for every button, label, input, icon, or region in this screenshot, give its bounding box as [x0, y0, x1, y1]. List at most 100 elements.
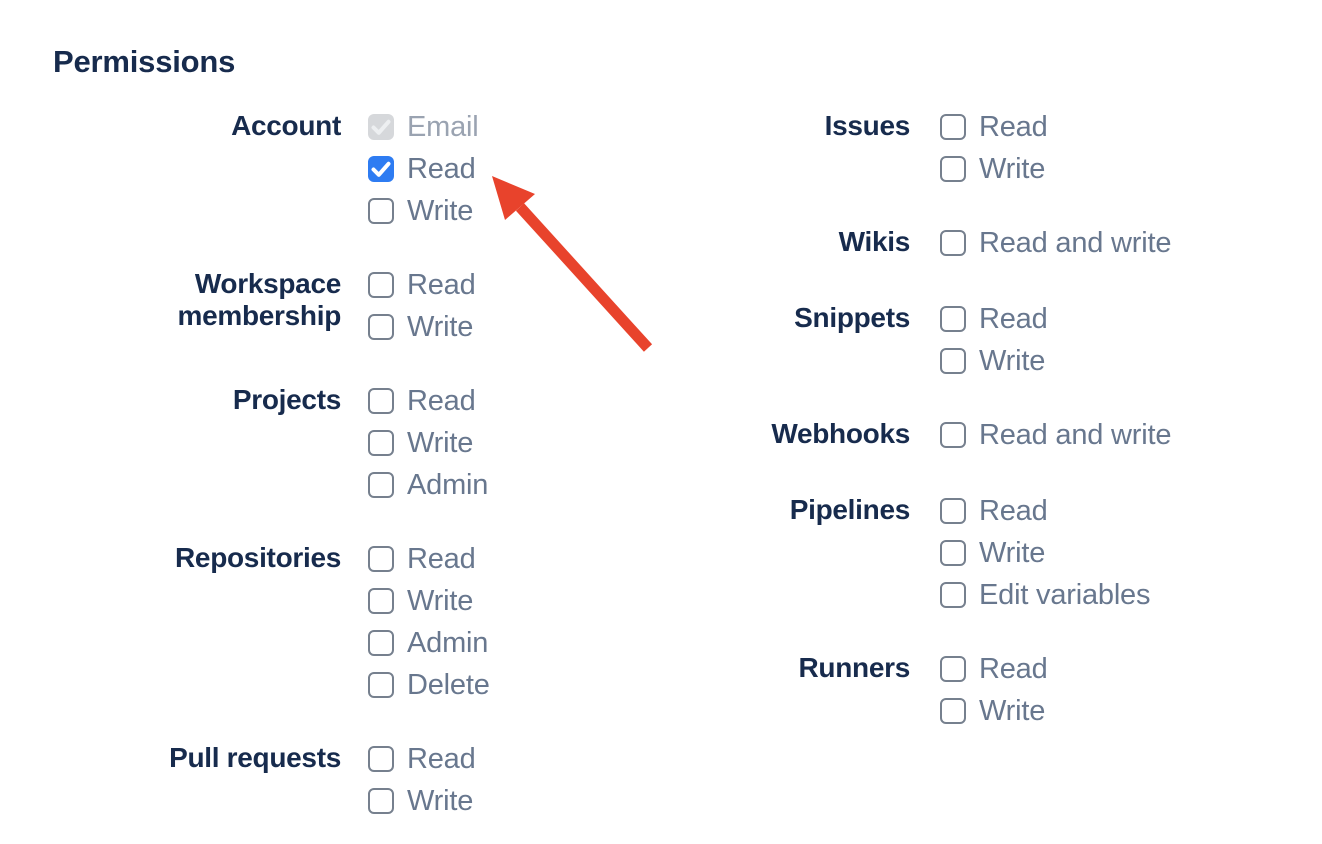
group-label: Workspace membership [177, 268, 342, 331]
checkbox-label[interactable]: Write [407, 785, 474, 817]
checkbox-row: Write [940, 695, 1048, 727]
checkbox-row: Read [940, 653, 1048, 685]
checkbox-label[interactable]: Edit variables [979, 579, 1151, 611]
checkbox-label[interactable]: Delete [407, 669, 490, 701]
permissions-heading: Permissions [53, 44, 236, 79]
checkbox-unchecked[interactable] [940, 306, 966, 332]
checkbox-checked-icon[interactable] [368, 156, 394, 182]
group-label: Account [231, 110, 341, 141]
checkbox-unchecked[interactable] [368, 788, 394, 814]
checkbox-unchecked[interactable] [368, 472, 394, 498]
checkbox-unchecked[interactable] [368, 314, 394, 340]
checkbox-label[interactable]: Admin [407, 469, 489, 501]
checkbox-label[interactable]: Admin [407, 627, 489, 659]
checkbox-label: Email [407, 111, 479, 143]
checkbox-label[interactable]: Read [407, 269, 476, 301]
checkbox-unchecked[interactable] [368, 746, 394, 772]
checkbox-row: Write [940, 345, 1048, 377]
checkbox-label[interactable]: Read [407, 743, 476, 775]
checkbox-row: Read and write [940, 227, 1172, 259]
checkbox-label[interactable]: Read [979, 653, 1048, 685]
group-label: Issues [824, 110, 911, 141]
checkbox-label[interactable]: Write [979, 695, 1046, 727]
checkbox-row: Read [368, 543, 490, 575]
checkbox-row: Write [368, 785, 476, 817]
checkbox-row: Write [368, 195, 479, 227]
checkbox-row: Read [940, 111, 1048, 143]
checkbox-label[interactable]: Write [979, 537, 1046, 569]
checkbox-unchecked[interactable] [368, 430, 394, 456]
permission-group: Wikis Read and write [730, 226, 1172, 259]
checkbox-row: Email [368, 111, 479, 143]
checkbox-row: Read [368, 153, 479, 185]
checkbox-label[interactable]: Write [407, 311, 474, 343]
checkbox-list: Read and write [940, 419, 1172, 451]
checkbox-unchecked[interactable] [368, 588, 394, 614]
checkbox-label[interactable]: Write [407, 195, 474, 227]
checkbox-row: Write [368, 427, 488, 459]
checkbox-label[interactable]: Write [979, 345, 1046, 377]
checkbox-unchecked[interactable] [940, 348, 966, 374]
checkbox-unchecked[interactable] [940, 698, 966, 724]
checkbox-unchecked[interactable] [940, 156, 966, 182]
checkbox-row: Write [940, 537, 1150, 569]
checkbox-row: Read [368, 269, 476, 301]
checkbox-row: Write [368, 585, 490, 617]
checkbox-unchecked[interactable] [368, 272, 394, 298]
checkbox-unchecked[interactable] [368, 388, 394, 414]
checkbox-label[interactable]: Write [407, 427, 474, 459]
checkbox-unchecked[interactable] [368, 546, 394, 572]
group-label: Pull requests [169, 742, 341, 773]
checkbox-label[interactable]: Write [979, 153, 1046, 185]
group-label: Repositories [175, 542, 341, 573]
checkbox-unchecked[interactable] [368, 198, 394, 224]
checkbox-unchecked[interactable] [940, 656, 966, 682]
checkbox-unchecked[interactable] [940, 230, 966, 256]
checkbox-row: Read and write [940, 419, 1172, 451]
checkbox-row: Write [368, 311, 476, 343]
checkbox-unchecked[interactable] [940, 498, 966, 524]
checkbox-unchecked[interactable] [940, 422, 966, 448]
red-arrow-icon [492, 176, 653, 352]
checkbox-disabled-checked-icon [368, 114, 394, 140]
checkbox-label[interactable]: Read and write [979, 419, 1172, 451]
checkbox-unchecked[interactable] [940, 582, 966, 608]
checkbox-unchecked[interactable] [368, 630, 394, 656]
group-label: Pipelines [789, 494, 911, 525]
checkbox-label[interactable]: Read [979, 303, 1048, 335]
checkbox-row: Read [368, 743, 476, 775]
checkbox-label[interactable]: Read [407, 385, 476, 417]
checkbox-row: Edit variables [940, 579, 1151, 611]
checkbox-unchecked[interactable] [940, 114, 966, 140]
group-label: Wikis [838, 226, 911, 257]
checkbox-row: Admin [368, 627, 490, 659]
checkbox-label[interactable]: Read and write [979, 227, 1172, 259]
checkbox-row: Read [940, 303, 1048, 335]
checkbox-label[interactable]: Read [979, 111, 1048, 143]
checkbox-unchecked[interactable] [368, 672, 394, 698]
checkbox-list: Read and write [940, 227, 1172, 259]
group-label: Projects [232, 384, 341, 415]
checkbox-unchecked[interactable] [940, 540, 966, 566]
checkbox-label[interactable]: Read [407, 543, 476, 575]
checkbox-label[interactable]: Write [407, 585, 474, 617]
checkbox-label[interactable]: Read [407, 153, 476, 185]
checkbox-label[interactable]: Read [979, 495, 1048, 527]
